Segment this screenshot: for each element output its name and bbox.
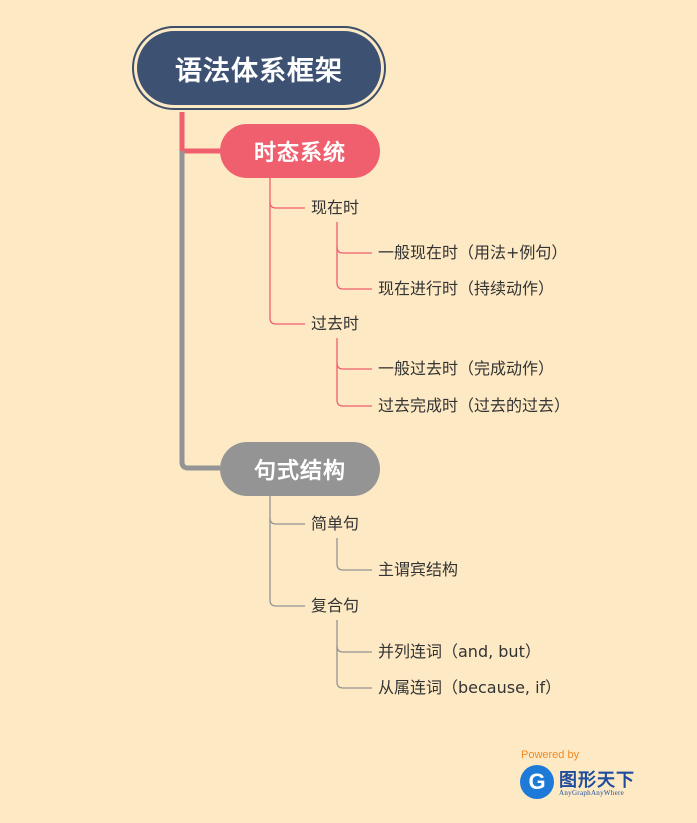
- line-b1-s2-l2: [336, 363, 372, 407]
- leaf-node-svo-structure[interactable]: 主谓宾结构: [378, 560, 459, 579]
- logo-g-icon: G: [520, 765, 554, 799]
- leaf-node-subordinating-conjunctions[interactable]: 从属连词（because, if）: [378, 678, 562, 697]
- line-b1-s1-l2: [336, 247, 372, 290]
- logo-name: 图形天下: [559, 770, 635, 791]
- line-b1-s2-l1: [336, 338, 372, 370]
- line-b1-s1-l1: [336, 222, 372, 254]
- leaf-node-present-progressive[interactable]: 现在进行时（持续动作）: [378, 279, 555, 298]
- root-label: 语法体系框架: [137, 31, 381, 105]
- leaf-node-past-perfect[interactable]: 过去完成时（过去的过去）: [378, 396, 571, 415]
- line-b1-s1: [269, 178, 305, 209]
- branding-logo: Powered by G 图形天下 AnyGraphAnyWhere: [518, 749, 658, 805]
- line-b2-s1: [269, 495, 305, 525]
- logo-subtitle: AnyGraphAnyWhere: [559, 789, 625, 797]
- leaf-node-simple-past[interactable]: 一般过去时（完成动作）: [378, 359, 555, 378]
- branch-node-sentence-structure[interactable]: 句式结构: [220, 442, 380, 496]
- trunk-branch-1: [179, 112, 220, 154]
- powered-by-text: Powered by: [521, 749, 580, 761]
- sub-node-simple-sentence[interactable]: 简单句: [311, 514, 360, 533]
- trunk-branch-2: [179, 151, 220, 471]
- leaf-node-simple-present[interactable]: 一般现在时（用法+例句）: [378, 243, 568, 262]
- sub-node-present-tense[interactable]: 现在时: [311, 198, 360, 217]
- leaf-node-coordinating-conjunctions[interactable]: 并列连词（and, but）: [378, 642, 541, 661]
- branch-node-tense-system[interactable]: 时态系统: [220, 124, 380, 178]
- line-b1-s2: [269, 202, 305, 325]
- line-b2-s2: [269, 518, 305, 607]
- root-node[interactable]: 语法体系框架: [132, 26, 386, 110]
- line-b2-s2-l2: [336, 646, 372, 689]
- sub-node-past-tense[interactable]: 过去时: [311, 314, 360, 333]
- line-b2-s2-l1: [336, 620, 372, 653]
- sub-node-complex-sentence[interactable]: 复合句: [311, 596, 360, 615]
- line-b2-s1-l1: [336, 538, 372, 571]
